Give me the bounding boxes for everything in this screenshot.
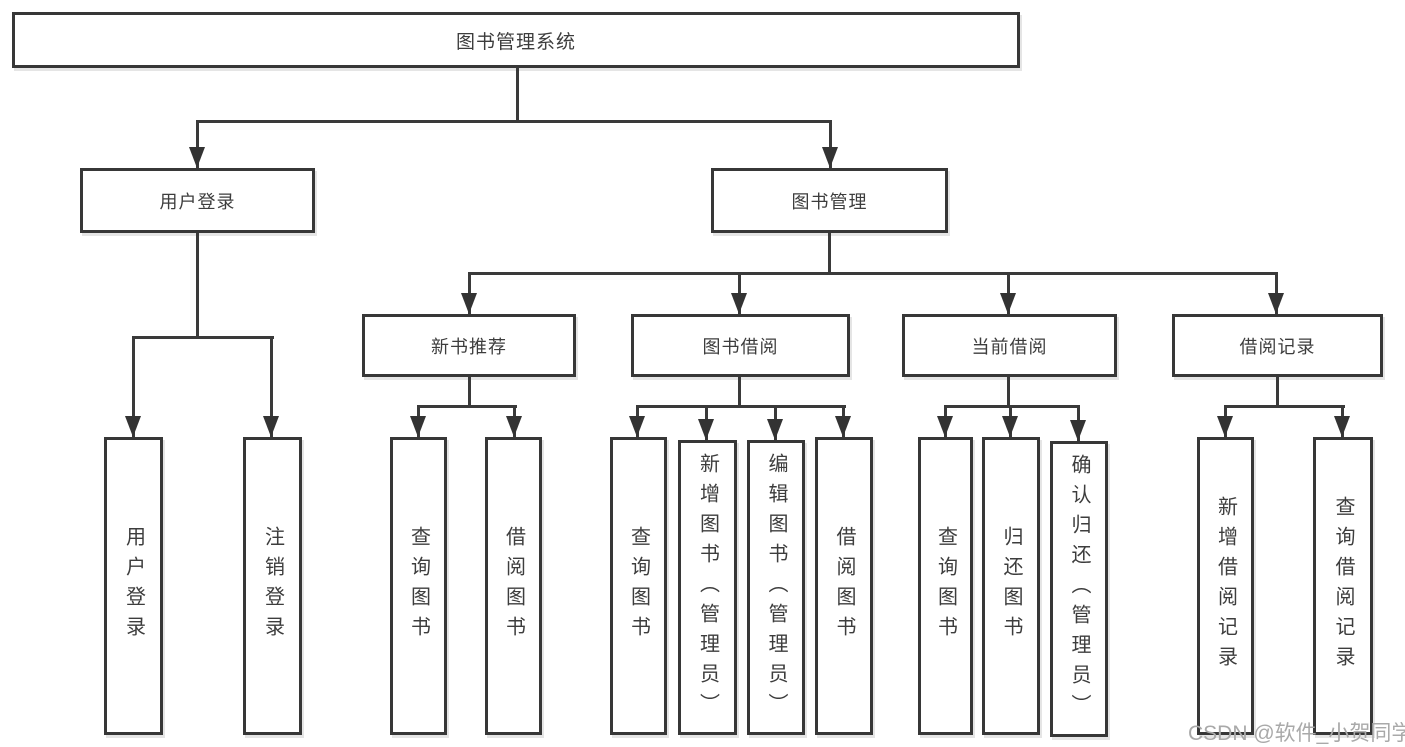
arrowhead-icon bbox=[698, 419, 714, 440]
node-label: 图书管理系统 bbox=[455, 31, 576, 53]
leaf-label: 编辑图书（管理员） bbox=[765, 452, 787, 723]
arrowhead-icon bbox=[1002, 416, 1018, 437]
leaf-label: 新增借阅记录 bbox=[1214, 496, 1237, 676]
arrowhead-icon bbox=[461, 293, 477, 314]
connector-line bbox=[270, 336, 273, 437]
arrowhead-icon bbox=[410, 416, 426, 437]
node-label: 图书借阅 bbox=[702, 336, 779, 357]
leaf-borrow-books-recommend: 借阅图书 bbox=[485, 437, 542, 735]
leaf-label: 新增图书（管理员） bbox=[696, 452, 719, 723]
connector-line bbox=[1007, 377, 1010, 408]
node-label: 新书推荐 bbox=[431, 336, 507, 357]
node-book-borrowing: 图书借阅 bbox=[631, 314, 850, 377]
arrowhead-icon bbox=[1268, 293, 1284, 314]
leaf-label: 查询图书 bbox=[407, 526, 430, 646]
csdn-watermark: CSDN @软件_小贺同学 bbox=[1188, 722, 1405, 745]
connector-line bbox=[738, 377, 741, 408]
arrowhead-icon bbox=[189, 147, 205, 168]
connector-line bbox=[944, 405, 1080, 408]
node-borrowing-records: 借阅记录 bbox=[1172, 314, 1383, 377]
leaf-return-books: 归还图书 bbox=[982, 437, 1040, 735]
connector-line bbox=[196, 120, 832, 123]
arrowhead-icon bbox=[506, 416, 522, 437]
leaf-logout: 注销登录 bbox=[243, 437, 302, 735]
connector-line bbox=[196, 120, 199, 168]
leaf-label: 借阅图书 bbox=[502, 526, 525, 646]
leaf-add-borrow-record: 新增借阅记录 bbox=[1197, 437, 1254, 735]
arrowhead-icon bbox=[767, 419, 783, 440]
arrowhead-icon bbox=[125, 416, 141, 437]
connector-line bbox=[828, 233, 831, 275]
leaf-confirm-return-admin: 确认归还（管理员） bbox=[1050, 441, 1108, 737]
leaf-label: 查询借阅记录 bbox=[1332, 496, 1354, 676]
leaf-label: 注销登录 bbox=[261, 526, 284, 646]
arrowhead-icon bbox=[629, 416, 645, 437]
connector-line bbox=[196, 233, 199, 338]
node-label: 用户登录 bbox=[159, 191, 236, 212]
connector-line bbox=[829, 120, 832, 168]
node-current-borrowing: 当前借阅 bbox=[902, 314, 1117, 377]
node-label: 当前借阅 bbox=[971, 336, 1048, 357]
node-user-login: 用户登录 bbox=[80, 168, 315, 233]
leaf-add-books-admin: 新增图书（管理员） bbox=[678, 440, 737, 735]
leaf-user-login: 用户登录 bbox=[104, 437, 163, 735]
arrowhead-icon bbox=[1070, 420, 1086, 441]
connector-line bbox=[1224, 405, 1345, 408]
connector-line bbox=[1276, 377, 1279, 408]
arrowhead-icon bbox=[1217, 416, 1233, 437]
node-new-book-recommendation: 新书推荐 bbox=[362, 314, 576, 377]
connector-line bbox=[132, 336, 274, 339]
leaf-query-borrow-record: 查询借阅记录 bbox=[1313, 437, 1373, 735]
arrowhead-icon bbox=[731, 293, 747, 314]
connector-line bbox=[417, 405, 517, 408]
node-library-management-system: 图书管理系统 bbox=[12, 12, 1020, 68]
node-label: 借阅记录 bbox=[1239, 336, 1316, 357]
leaf-label: 归还图书 bbox=[1000, 526, 1022, 646]
leaf-query-books-recommend: 查询图书 bbox=[390, 437, 447, 735]
arrowhead-icon bbox=[1334, 416, 1350, 437]
connector-line bbox=[516, 67, 519, 122]
connector-line bbox=[468, 377, 471, 408]
node-label: 图书管理 bbox=[791, 191, 868, 212]
leaf-label: 查询图书 bbox=[934, 526, 957, 646]
leaf-borrow-books-borrowing: 借阅图书 bbox=[815, 437, 873, 735]
leaf-label: 查询图书 bbox=[627, 526, 650, 646]
arrowhead-icon bbox=[1000, 293, 1016, 314]
leaf-query-books-current: 查询图书 bbox=[918, 437, 973, 735]
leaf-label: 用户登录 bbox=[122, 526, 145, 646]
arrowhead-icon bbox=[263, 416, 279, 437]
arrowhead-icon bbox=[822, 147, 838, 168]
connector-line bbox=[636, 405, 846, 408]
arrowhead-icon bbox=[937, 416, 953, 437]
connector-line bbox=[132, 336, 135, 437]
arrowhead-icon bbox=[835, 416, 851, 437]
leaf-label: 确认归还（管理员） bbox=[1068, 454, 1090, 724]
leaf-label: 借阅图书 bbox=[833, 526, 855, 646]
connector-line bbox=[468, 272, 1278, 275]
leaf-edit-books-admin: 编辑图书（管理员） bbox=[747, 440, 805, 735]
leaf-query-books-borrowing: 查询图书 bbox=[610, 437, 667, 735]
node-book-management: 图书管理 bbox=[711, 168, 948, 233]
